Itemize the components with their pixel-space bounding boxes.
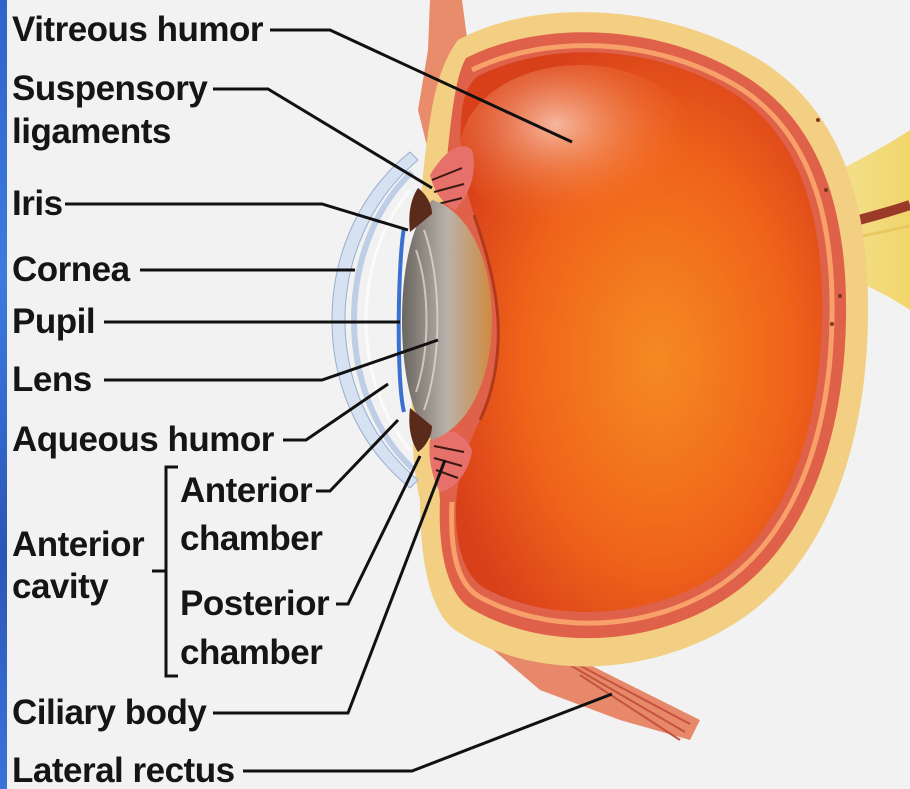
label-aqueous-humor: Aqueous humor: [12, 421, 274, 459]
label-posterior-chamber-line2: chamber: [180, 634, 322, 672]
label-anterior-cavity-line2: cavity: [12, 568, 108, 606]
label-anterior-cavity-line1: Anterior: [12, 526, 144, 564]
label-anterior-chamber-line2: chamber: [180, 520, 322, 558]
label-iris: Iris: [12, 185, 63, 223]
label-posterior-chamber-line1: Posterior: [180, 585, 329, 623]
label-lens: Lens: [12, 361, 92, 399]
label-anterior-chamber-line1: Anterior: [180, 472, 312, 510]
label-cornea: Cornea: [12, 251, 130, 289]
anterior-cavity-bracket: [152, 467, 178, 676]
label-ciliary-body: Ciliary body: [12, 694, 206, 732]
label-lateral-rectus: Lateral rectus: [12, 752, 235, 789]
label-pupil: Pupil: [12, 303, 95, 341]
label-suspensory-ligaments-line2: ligaments: [12, 113, 171, 151]
label-vitreous-humor: Vitreous humor: [12, 11, 263, 49]
label-suspensory-ligaments-line1: Suspensory: [12, 70, 207, 108]
